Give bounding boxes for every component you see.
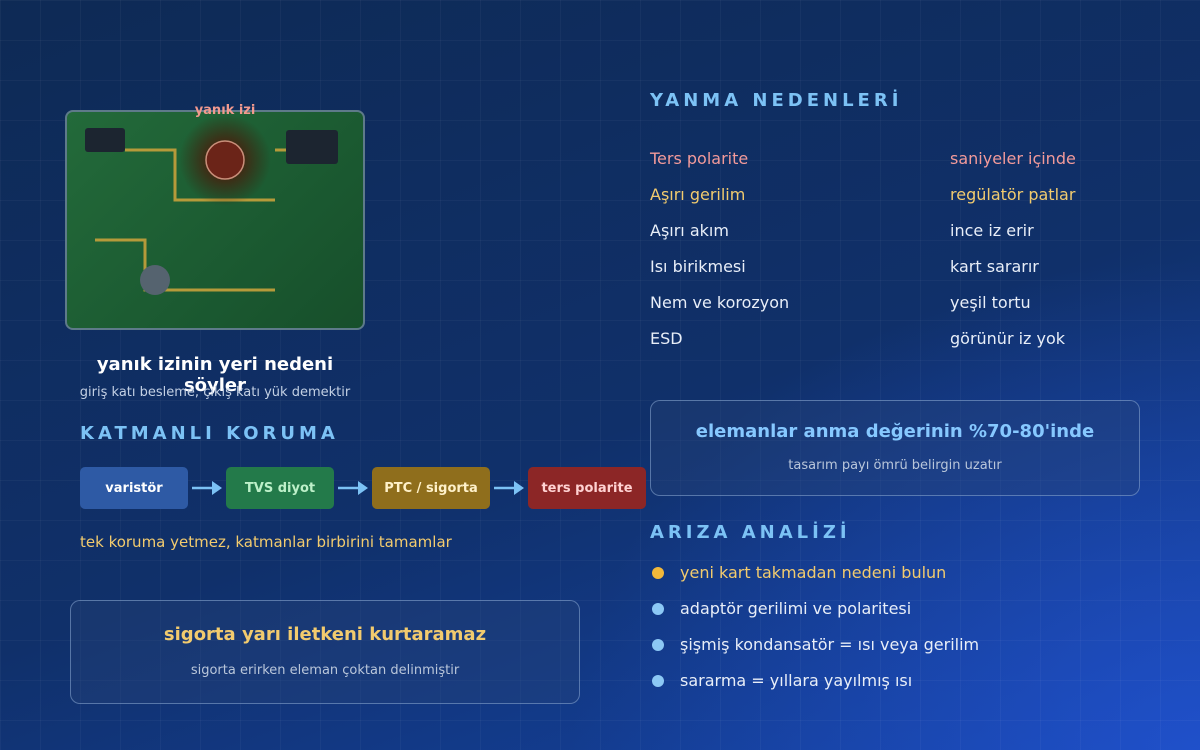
cause-label: Aşırı akım [650,221,729,240]
protection-step: varistör [80,467,188,509]
fuse-panel: sigorta yarı iletkeni kurtaramaz sigorta… [70,600,580,704]
arrow-right-icon [338,481,368,495]
cause-effect: görünür iz yok [950,329,1066,348]
derating-panel: elemanlar anma değerinin %70-80'inde tas… [650,400,1140,496]
protection-title: KATMANLI KORUMA [80,423,339,444]
pcb-illustration [65,110,365,330]
cause-effect: saniyeler içinde [950,149,1076,168]
protection-step: ters polarite [528,467,646,509]
fuse-sub: sigorta erirken eleman çoktan delinmişti… [190,663,460,678]
derating-title: elemanlar anma değerinin %70-80'inde [695,421,1095,442]
bullet-dot-icon [652,602,664,615]
chip-right [286,130,338,164]
cause-label: Isı birikmesi [650,257,746,276]
analysis-item-text: sararma = yıllara yayılmış ısı [680,671,913,690]
pcb-caption-sub: giriş katı besleme, çıkış katı yük demek… [79,385,351,400]
pcb-drawing [85,114,338,295]
bullet-dot-icon [652,674,664,687]
protection-step: PTC / sigorta [372,467,490,509]
cause-label: Nem ve korozyon [650,293,790,312]
pcb-caption-title: yanık izinin yeri nedeni söyler [96,354,334,396]
chip-left [85,128,125,152]
arrow-right-icon [192,481,222,495]
protection-step: TVS diyot [226,467,334,509]
analysis-item-text: adaptör gerilimi ve polaritesi [680,599,912,618]
arrow-right-icon [494,481,524,495]
protection-note: tek koruma yetmez, katmanlar birbirini t… [80,533,452,551]
burn-label: yanık izi [194,103,256,118]
cause-effect: yeşil tortu [950,293,1031,312]
cause-label: ESD [650,329,683,348]
bullet-dot-icon [652,566,664,579]
analysis-item: sararma = yıllara yayılmış ısı [652,671,1132,690]
fuse-title: sigorta yarı iletkeni kurtaramaz [163,624,487,645]
analysis-title: ARIZA ANALİZİ [650,522,851,543]
bullet-dot-icon [652,638,664,651]
cause-effect: regülatör patlar [950,185,1076,204]
cause-label: Aşırı gerilim [650,185,746,204]
derating-sub: tasarım payı ömrü belirgin uzatır [788,458,1002,473]
analysis-item-text: yeni kart takmadan nedeni bulun [680,563,947,582]
analysis-item: adaptör gerilimi ve polaritesi [652,599,1132,618]
cause-effect: kart sararır [950,257,1039,276]
trace-bottom [95,238,275,292]
burn-mark [205,140,245,180]
causes-title: YANMA NEDENLERİ [650,90,903,111]
analysis-item: şişmiş kondansatör = ısı veya gerilim [652,635,1132,654]
cause-effect: ince iz erir [950,221,1034,240]
analysis-item-text: şişmiş kondansatör = ısı veya gerilim [680,635,980,654]
analysis-item: yeni kart takmadan nedeni bulun [652,563,1132,582]
cause-label: Ters polarite [650,149,749,168]
capacitor [140,265,170,295]
